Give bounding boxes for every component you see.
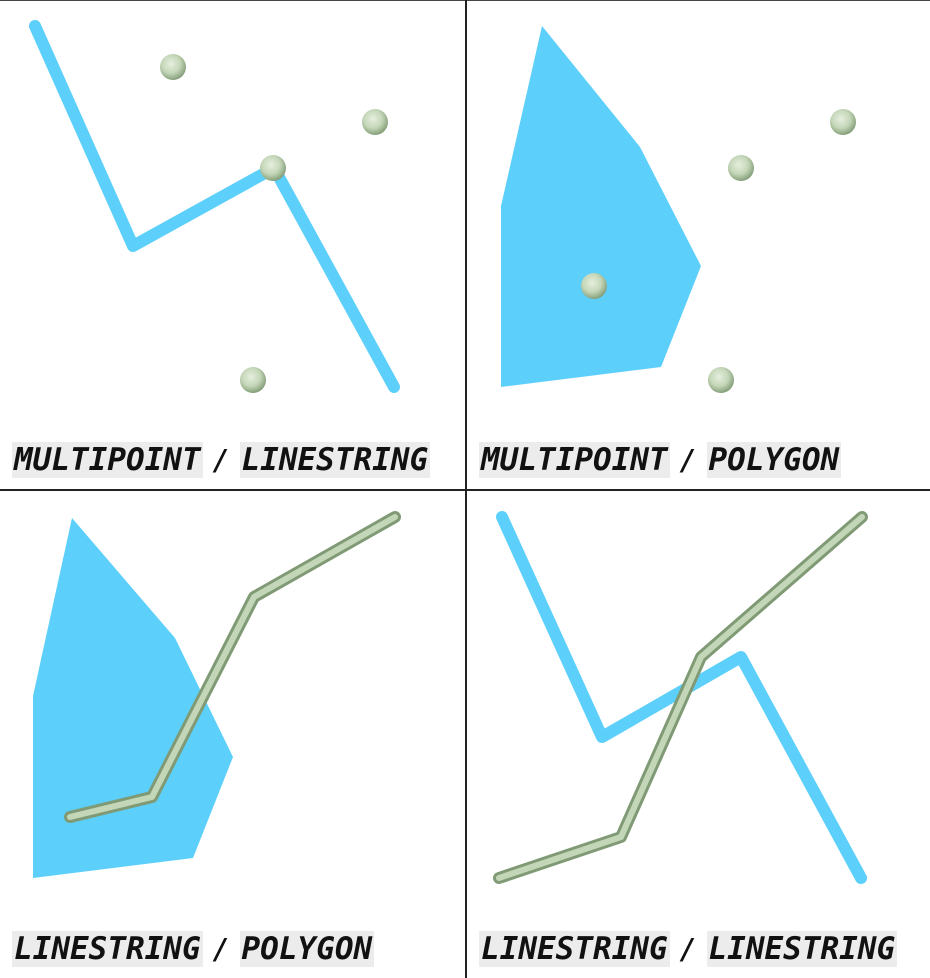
caption-separator: / <box>212 444 230 477</box>
linestring-shape <box>496 514 865 881</box>
panel-linestring-linestring: LINESTRING / LINESTRING <box>467 491 930 978</box>
polygon-shape <box>33 518 233 878</box>
panel-canvas <box>33 511 401 878</box>
panel-caption: MULTIPOINT / LINESTRING <box>12 440 431 481</box>
point-marker <box>830 109 856 135</box>
linestring-shape <box>29 20 400 393</box>
caption-separator: / <box>212 933 230 966</box>
caption-second: POLYGON <box>239 931 375 967</box>
panel-canvas <box>29 20 400 393</box>
panel-multipoint-polygon: MULTIPOINT / POLYGON <box>467 0 930 489</box>
point-marker <box>728 155 754 181</box>
point-marker <box>240 367 266 393</box>
panel-multipoint-linestring: MULTIPOINT / LINESTRING <box>0 0 465 489</box>
point-marker <box>160 54 186 80</box>
linestring-shape <box>67 514 398 820</box>
caption-first: LINESTRING <box>12 931 203 967</box>
caption-first: LINESTRING <box>479 931 670 967</box>
caption-second: LINESTRING <box>239 442 431 478</box>
panel-canvas <box>493 511 868 884</box>
horizontal-divider <box>0 489 930 491</box>
polygon-shape <box>501 26 701 387</box>
caption-separator: / <box>679 444 697 477</box>
point-marker <box>362 109 388 135</box>
caption-second: POLYGON <box>706 442 842 478</box>
point-marker <box>260 155 286 181</box>
panel-canvas <box>501 26 856 393</box>
linestring-shape <box>496 511 867 884</box>
panel-caption: LINESTRING / POLYGON <box>12 929 375 970</box>
caption-separator: / <box>679 933 697 966</box>
caption-second: LINESTRING <box>706 931 898 967</box>
panel-caption: MULTIPOINT / POLYGON <box>479 440 842 481</box>
point-marker <box>581 273 607 299</box>
panel-linestring-polygon: LINESTRING / POLYGON <box>0 491 465 978</box>
point-marker <box>708 367 734 393</box>
caption-first: MULTIPOINT <box>479 442 670 478</box>
panel-caption: LINESTRING / LINESTRING <box>479 929 898 970</box>
caption-first: MULTIPOINT <box>12 442 203 478</box>
